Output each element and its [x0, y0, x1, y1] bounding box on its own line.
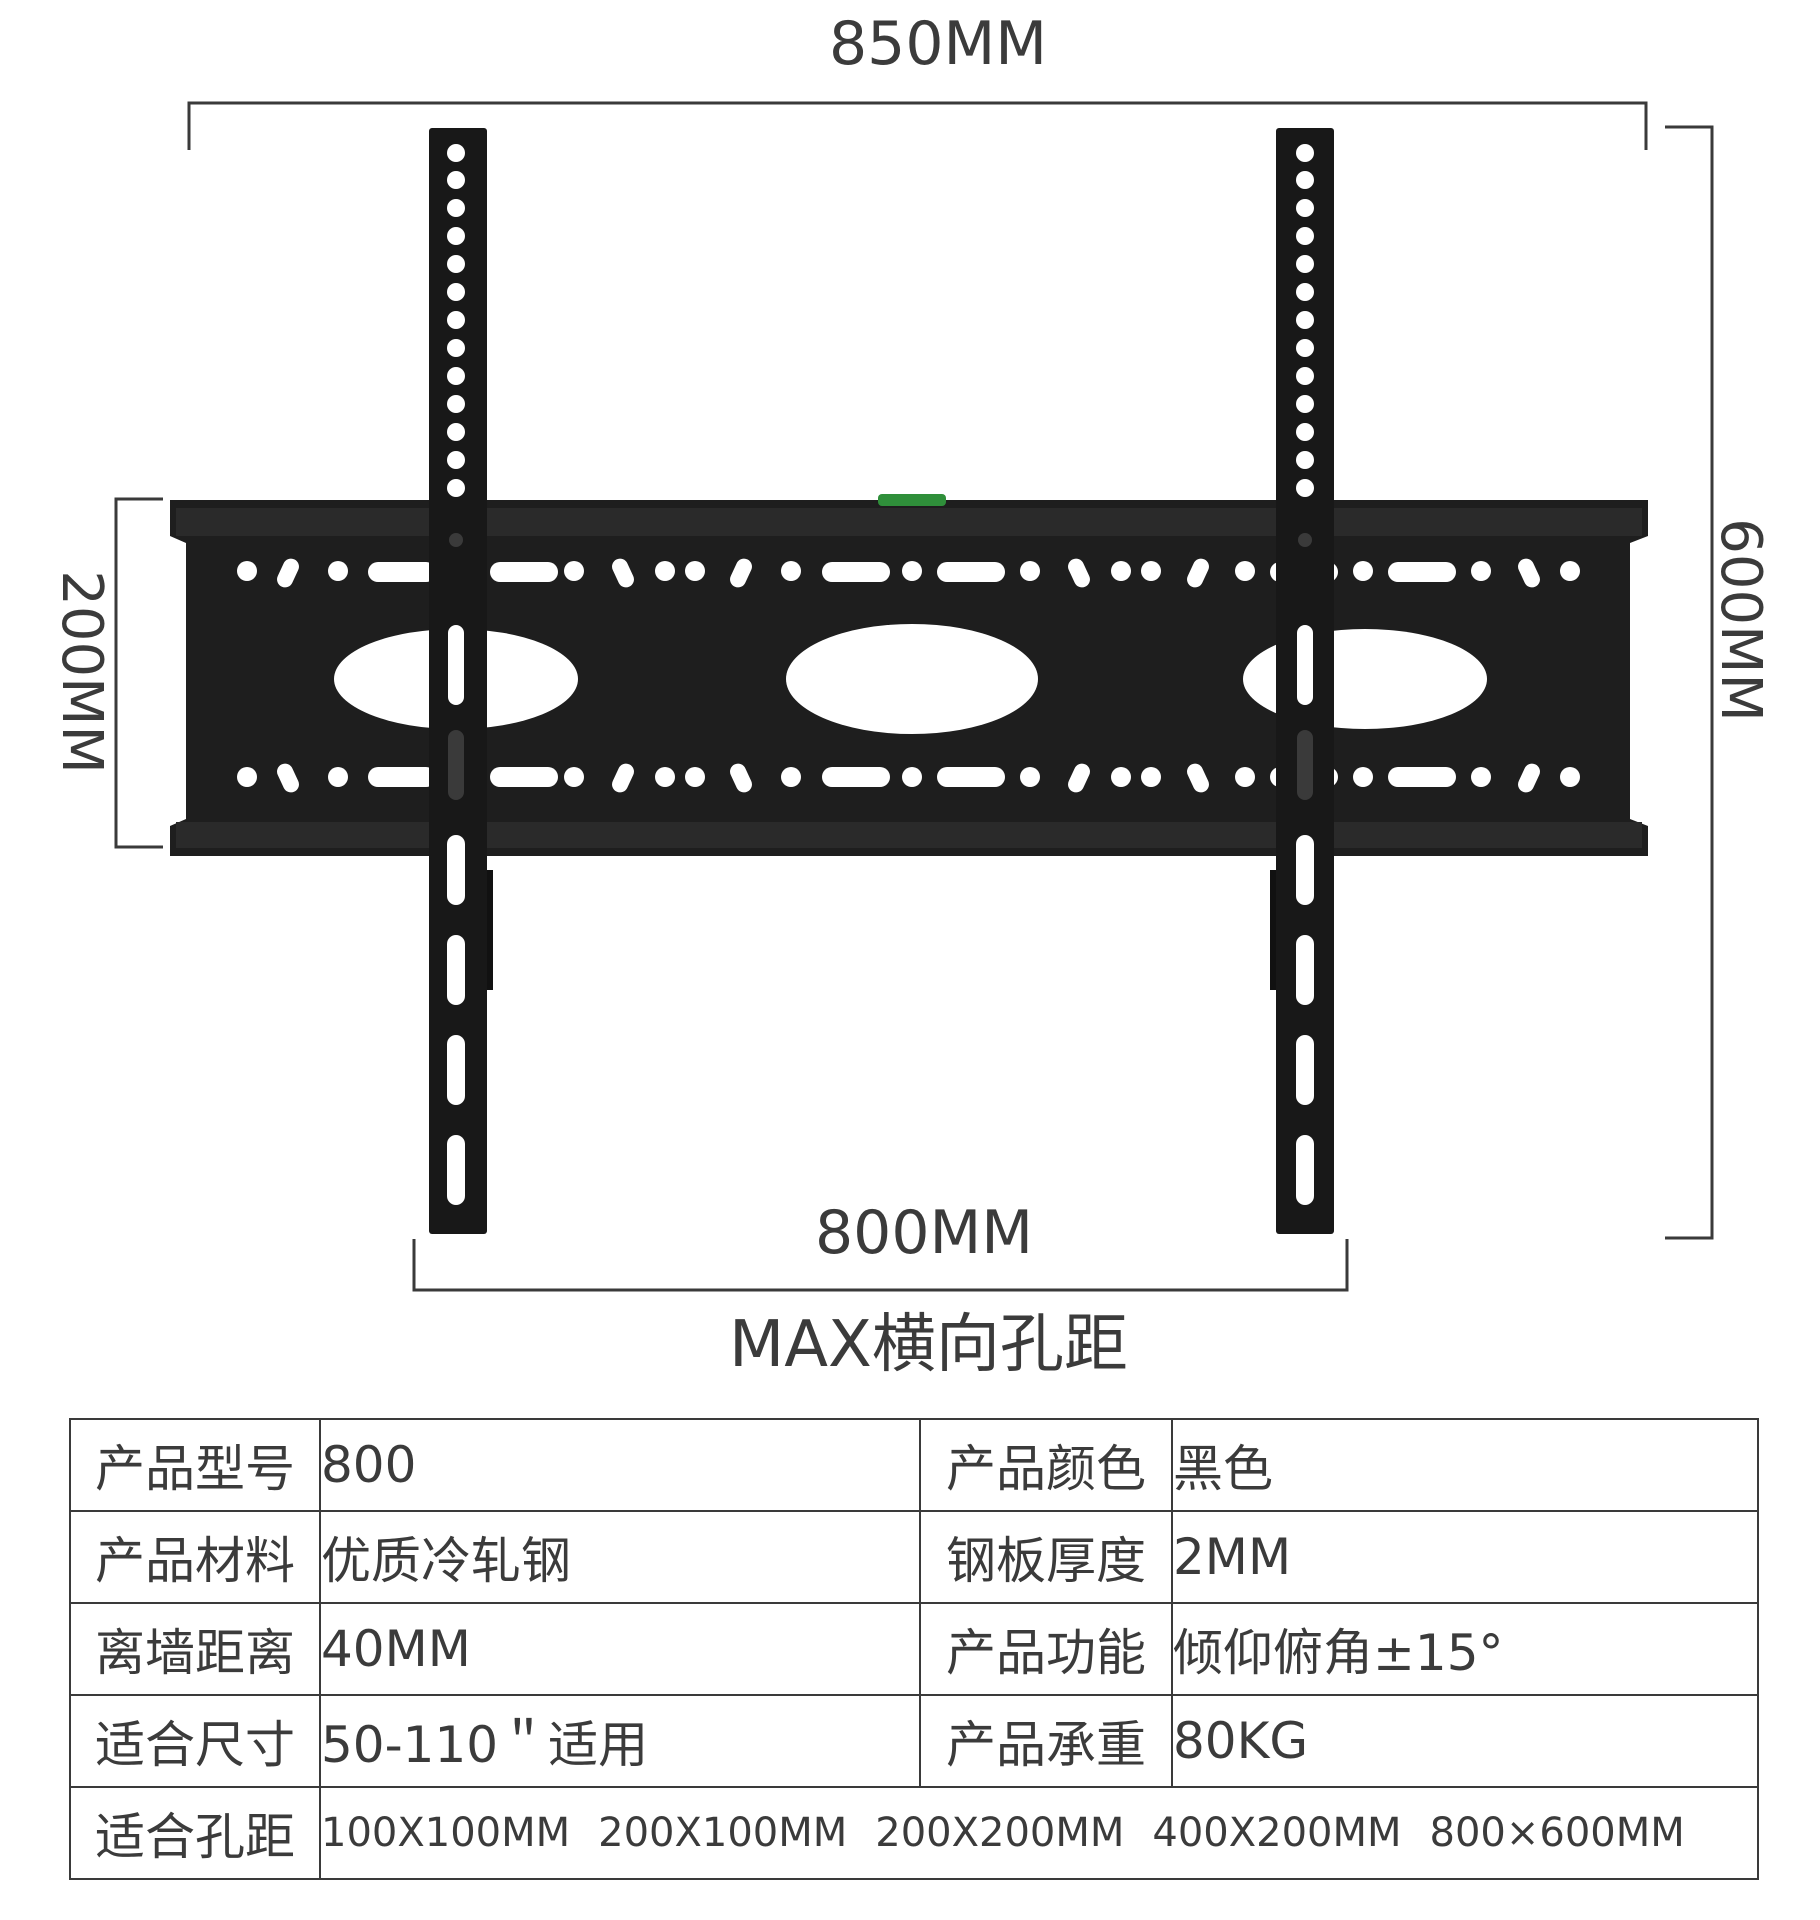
hole-pattern: 400X200MM: [1152, 1810, 1402, 1856]
left-height-dimension-line: [114, 497, 163, 849]
hole-span-caption: MAX横向孔距: [729, 1308, 1128, 1382]
value-color: 黑色: [1171, 1418, 1759, 1512]
label-function: 产品功能: [919, 1602, 1173, 1696]
hole-pattern: 200X100MM: [598, 1810, 848, 1856]
width-dimension-label: 850MM: [829, 9, 1048, 79]
hole-pattern: 800×600MM: [1429, 1810, 1685, 1856]
label-color: 产品颜色: [919, 1418, 1173, 1512]
value-wall-distance: 40MM: [319, 1602, 921, 1696]
table-row: 产品材料 优质冷轧钢 钢板厚度 2MM: [69, 1510, 1759, 1604]
hole-pattern: 200X200MM: [875, 1810, 1125, 1856]
value-load: 80KG: [1171, 1694, 1759, 1788]
label-load: 产品承重: [919, 1694, 1173, 1788]
value-function: 倾仰俯角±15°: [1171, 1602, 1759, 1696]
right-vertical-arm: [1270, 128, 1334, 1234]
label-size: 适合尺寸: [69, 1694, 321, 1788]
value-thickness: 2MM: [1171, 1510, 1759, 1604]
value-material: 优质冷轧钢: [319, 1510, 921, 1604]
label-wall-distance: 离墙距离: [69, 1602, 321, 1696]
left-height-dimension-label: 200MM: [49, 570, 114, 774]
table-row: 适合尺寸 50-110＂适用 产品承重 80KG: [69, 1694, 1759, 1788]
value-model: 800: [319, 1418, 921, 1512]
label-hole-patterns: 适合孔距: [69, 1786, 321, 1880]
value-size: 50-110＂适用: [319, 1694, 921, 1788]
height-dimension-label: 600MM: [1708, 518, 1773, 722]
level-vial: [878, 494, 946, 506]
height-dimension-line: [1665, 125, 1714, 1240]
label-thickness: 钢板厚度: [919, 1510, 1173, 1604]
label-model: 产品型号: [69, 1418, 321, 1512]
hole-pattern: 100X100MM: [321, 1810, 571, 1856]
spec-table: 产品型号 800 产品颜色 黑色 产品材料 优质冷轧钢 钢板厚度 2MM 离墙距…: [69, 1418, 1759, 1880]
label-material: 产品材料: [69, 1510, 321, 1604]
table-row: 产品型号 800 产品颜色 黑色: [69, 1418, 1759, 1512]
hole-span-dimension-line: [412, 1239, 1349, 1292]
wall-mount-bracket-diagram: [114, 101, 1714, 1292]
width-dimension-line: [187, 101, 1648, 150]
hole-span-label: 800MM: [815, 1198, 1034, 1268]
table-row: 离墙距离 40MM 产品功能 倾仰俯角±15°: [69, 1602, 1759, 1696]
value-hole-patterns: 100X100MM 200X100MM 200X200MM 400X200MM 800×…: [319, 1786, 1759, 1880]
table-row: 适合孔距 100X100MM 200X100MM 200X200MM 400X200M…: [69, 1786, 1759, 1880]
left-vertical-arm: [429, 128, 493, 1234]
wall-plate: [170, 494, 1648, 856]
